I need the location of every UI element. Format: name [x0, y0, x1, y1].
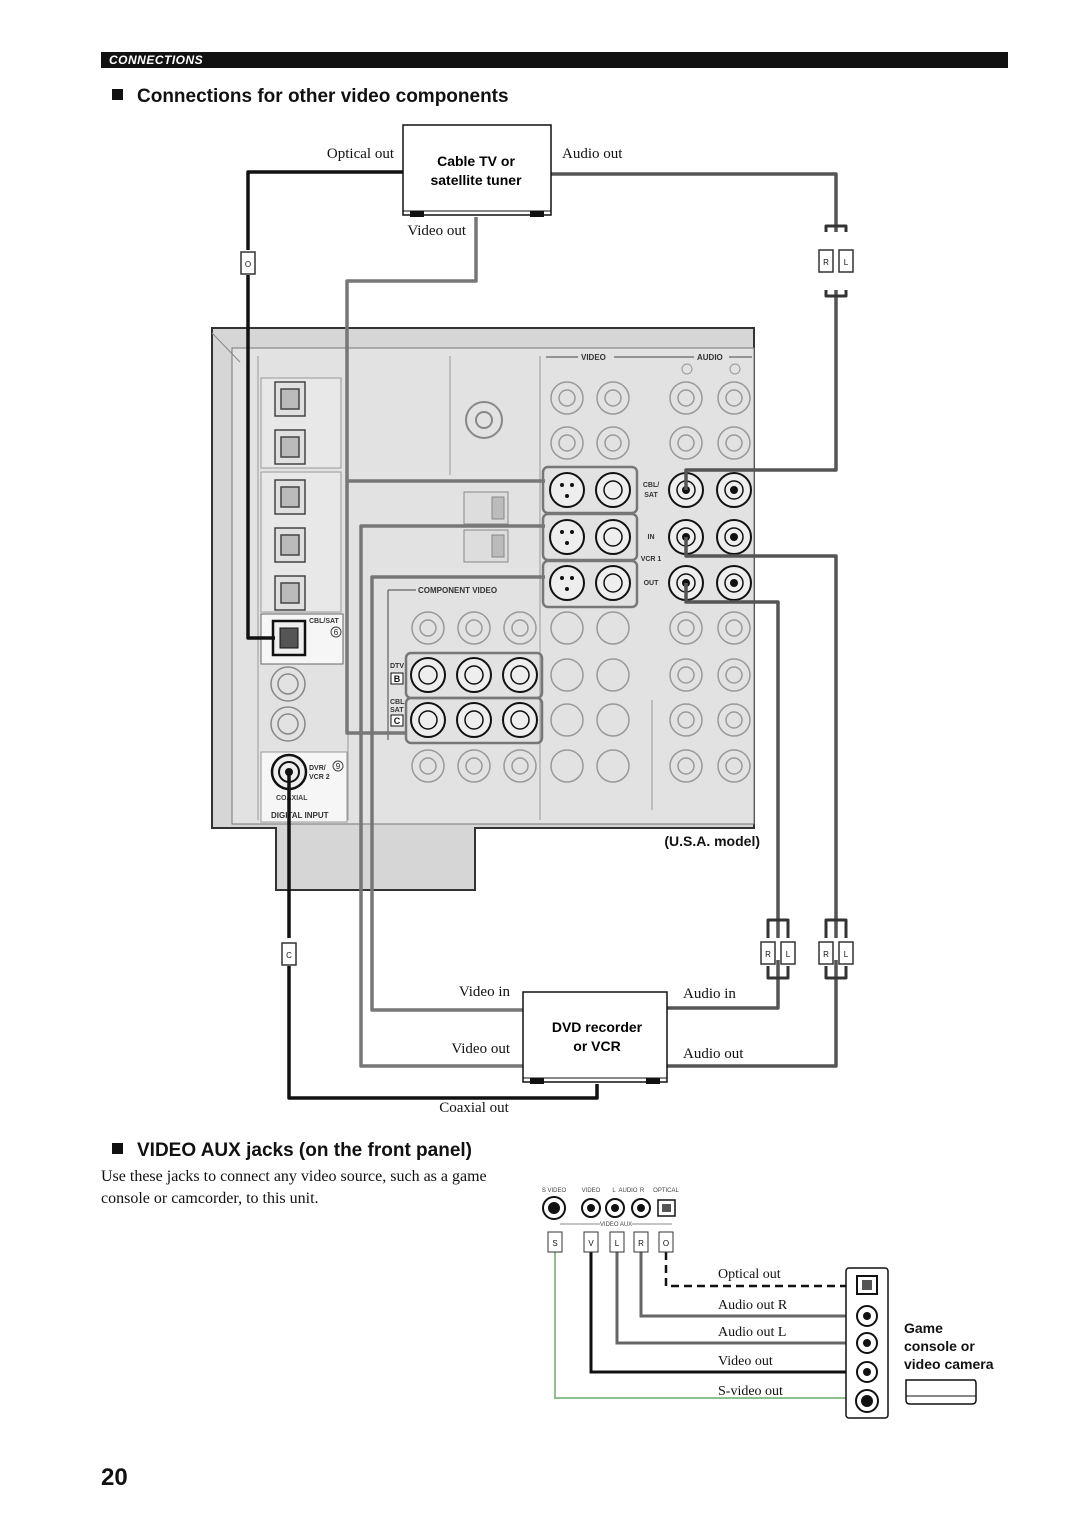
- panel-label-video: VIDEO: [581, 353, 606, 362]
- label-audio-out: Audio out: [562, 146, 623, 162]
- panel-label-coaxial: COAXIAL: [276, 795, 308, 802]
- panel-label-cbl: CBL/: [643, 482, 659, 489]
- panel-label-out: OUT: [644, 580, 660, 587]
- video-aux-diagram: S VIDEO VIDEO L AUDIO R OPTICAL VIDEO AU…: [542, 1188, 994, 1419]
- grey-jack-grid: [411, 381, 751, 783]
- heading-connections-text: Connections for other video components: [137, 86, 509, 107]
- panel-label-in: IN: [648, 534, 655, 541]
- component-video-jacks: [404, 651, 544, 745]
- label-bottom-video-out: Video out: [451, 1041, 511, 1057]
- aux-label-audio-out-l: Audio out L: [718, 1325, 786, 1340]
- model-label: (U.S.A. model): [664, 833, 760, 849]
- aux-plug-r: R: [638, 1239, 644, 1248]
- highlighted-jacks: CBL/ SAT IN VCR 1 OUT: [541, 465, 752, 609]
- page-number: 20: [101, 1464, 128, 1491]
- plug-l-label-top: L: [844, 258, 849, 267]
- plugs: O R L C R L R L: [240, 249, 854, 966]
- panel-label-sat: SAT: [644, 492, 658, 499]
- intro-paragraph: Use these jacks to connect any video sou…: [101, 1168, 487, 1207]
- label-video-out: Video out: [407, 223, 467, 239]
- aux-label-audio-out-r: Audio out R: [718, 1298, 788, 1313]
- aux-label-svideo: S VIDEO: [542, 1188, 567, 1194]
- coaxial-jacks: [270, 666, 306, 742]
- panel-label-b: B: [394, 674, 401, 684]
- receiver-rear-panel: CBL/SAT 6 DVR/ VCR 2 9 COAXIAL DIGITAL I…: [211, 327, 755, 891]
- label-coaxial-out: Coaxial out: [439, 1100, 509, 1116]
- plug-l-label-br: L: [844, 950, 849, 959]
- heading-video-aux-text: VIDEO AUX jacks (on the front panel): [137, 1140, 473, 1161]
- panel-label-component-video: COMPONENT VIDEO: [418, 586, 497, 595]
- aux-label-video-out: Video out: [718, 1354, 773, 1369]
- dvd-label-line1: DVD recorder: [552, 1019, 643, 1035]
- panel-label-audio: AUDIO: [697, 353, 723, 362]
- plug-c-label: C: [286, 951, 292, 960]
- plug-r-label-top: R: [823, 258, 829, 267]
- panel-label-dtv: DTV: [390, 663, 404, 670]
- optical-jacks: [274, 381, 306, 611]
- panel-label-vcr2: VCR 2: [309, 774, 330, 781]
- tuner-label-line1: Cable TV or: [437, 153, 515, 169]
- label-audio-in: Audio in: [683, 986, 736, 1002]
- panel-label-optical-cbl-sat: CBL/SAT: [309, 618, 340, 625]
- game-label-line3: video camera: [904, 1356, 994, 1372]
- tuner-label-line2: satellite tuner: [430, 172, 522, 188]
- aux-label-optical-out: Optical out: [718, 1267, 781, 1282]
- game-label-line1: Game: [904, 1320, 943, 1336]
- heading-connections: Connections for other video components: [112, 86, 509, 108]
- panel-label-nine: 9: [336, 762, 341, 771]
- cables: [246, 170, 848, 1100]
- panel-label-digital-input: DIGITAL INPUT: [271, 811, 329, 820]
- heading-video-aux: VIDEO AUX jacks (on the front panel): [112, 1140, 472, 1162]
- square-bullet-icon: [112, 1143, 123, 1154]
- plug-o-label: O: [245, 260, 251, 269]
- aux-label-audio: AUDIO: [618, 1188, 637, 1194]
- panel-label-c: C: [394, 716, 401, 726]
- dvd-label-line2: or VCR: [573, 1038, 620, 1054]
- panel-label-sat-short: SAT: [390, 707, 404, 714]
- aux-label-r: R: [640, 1188, 645, 1194]
- section-band: CONNECTIONS: [101, 52, 1008, 68]
- aux-plug-o: O: [663, 1239, 669, 1248]
- square-bullet-icon: [112, 89, 123, 100]
- aux-label-video: VIDEO: [582, 1188, 601, 1194]
- label-bottom-audio-out: Audio out: [683, 1046, 744, 1062]
- aux-plug-v: V: [588, 1239, 594, 1248]
- plug-r-label-br: R: [823, 950, 829, 959]
- label-video-in: Video in: [459, 984, 511, 1000]
- cable-tv-tuner-box: Cable TV or satellite tuner: [402, 124, 552, 217]
- aux-plug-l: L: [615, 1239, 620, 1248]
- dvd-recorder-box: DVD recorder or VCR: [522, 991, 668, 1084]
- aux-label-optical: OPTICAL: [653, 1188, 679, 1194]
- panel-label-cbl-short: CBL: [390, 699, 405, 706]
- aux-label-video-aux: VIDEO AUX: [600, 1222, 632, 1228]
- aux-plug-s: S: [552, 1239, 557, 1248]
- plug-l-label-bl: L: [786, 950, 791, 959]
- aux-label-svideo-out: S-video out: [718, 1384, 783, 1399]
- panel-label-six: 6: [334, 628, 339, 637]
- panel-label-dvr: DVR/: [309, 765, 326, 772]
- section-band-label: CONNECTIONS: [109, 53, 204, 67]
- label-optical-out: Optical out: [327, 146, 395, 162]
- game-label-line2: console or: [904, 1338, 975, 1354]
- panel-label-vcr1: VCR 1: [641, 556, 662, 563]
- plug-r-label-bl: R: [765, 950, 771, 959]
- aux-label-l: L: [612, 1188, 616, 1194]
